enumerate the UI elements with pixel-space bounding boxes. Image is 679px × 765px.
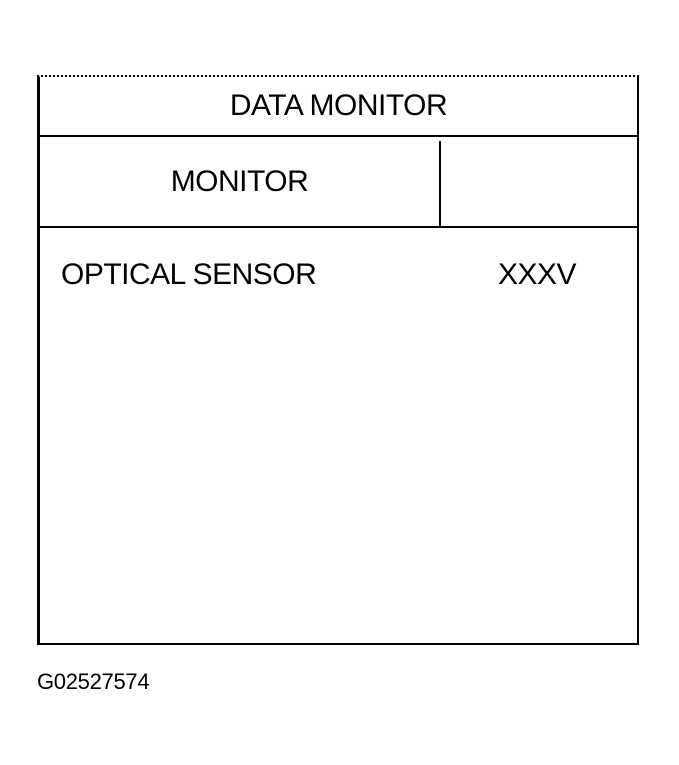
panel-title: DATA MONITOR [40,77,637,137]
value-column-header [441,137,637,226]
figure-id: G02527574 [37,669,150,694]
monitor-column-header: MONITOR [170,164,309,198]
item-label: OPTICAL SENSOR [61,258,317,291]
data-monitor-panel: DATA MONITOR MONITOR OPTICAL SENSOR XXXV [37,75,639,645]
item-value: XXXV [498,258,577,291]
column-header-row: MONITOR [40,137,637,228]
list-item: OPTICAL SENSOR XXXV [40,258,637,298]
monitor-list: OPTICAL SENSOR XXXV [40,228,637,643]
column-divider [439,141,441,226]
